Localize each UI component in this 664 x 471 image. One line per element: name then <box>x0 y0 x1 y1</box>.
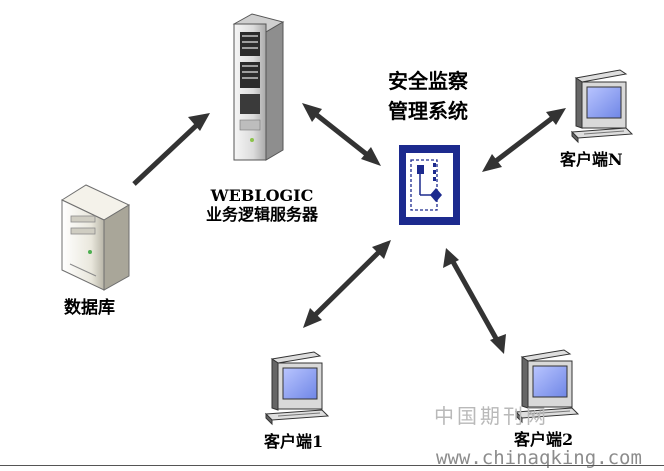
client-2-computer-icon <box>514 349 580 424</box>
client-1-computer-icon <box>264 351 330 426</box>
connector-server-security <box>302 103 381 166</box>
client-2-label: 客户端2 <box>514 430 574 449</box>
connector-db-to-server <box>132 113 210 186</box>
database-label: 数据库 <box>64 298 115 318</box>
connector-security-client-n <box>482 108 566 172</box>
connector-security-client-2 <box>443 248 506 354</box>
watermark-chinese: 中国期刊网 <box>434 404 549 428</box>
rack-server-icon <box>232 13 285 161</box>
connector-security-client-1 <box>303 240 391 328</box>
server-label-role: 业务逻辑服务器 <box>206 205 319 225</box>
client-1-label: 客户端1 <box>264 432 324 451</box>
client-n-label: 客户端N <box>560 150 623 169</box>
watermark-url: www.chinaqking.com <box>436 447 642 469</box>
server-label: WEBLOGIC 业务逻辑服务器 <box>206 186 318 224</box>
security-label-line2: 管理系统 <box>388 99 468 123</box>
server-label-name: WEBLOGIC <box>210 186 314 205</box>
client-n-computer-icon <box>570 69 634 144</box>
security-system-icon <box>399 145 460 225</box>
bottom-rule <box>0 465 664 466</box>
security-system-label: 安全监察 管理系统 <box>388 66 468 126</box>
security-label-line1: 安全监察 <box>388 69 468 93</box>
database-server-icon <box>60 184 131 291</box>
